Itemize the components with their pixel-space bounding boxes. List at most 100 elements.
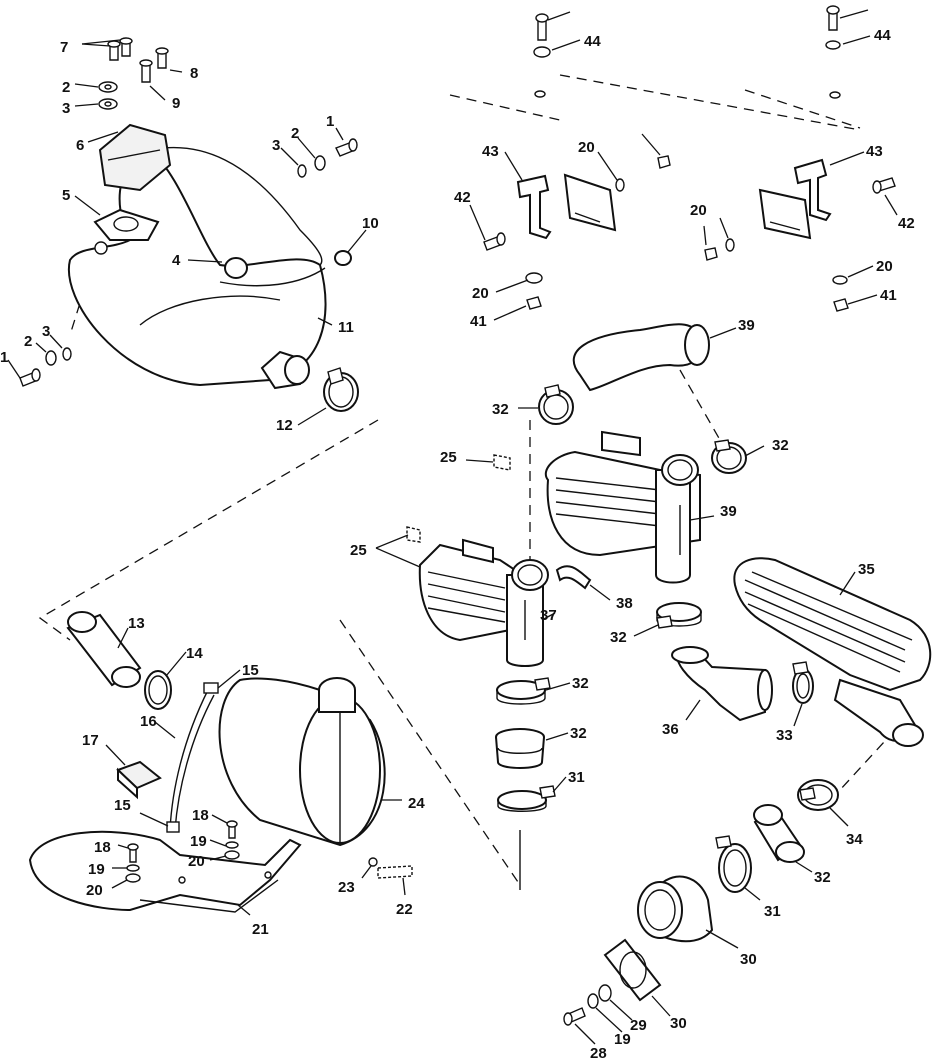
callout-21: 21	[252, 921, 269, 938]
clamp-32-bottom	[797, 779, 839, 811]
callout-24: 24	[408, 795, 425, 812]
callout-32: 32	[610, 629, 627, 646]
callout-30: 31	[568, 769, 585, 786]
elbow-hose-34	[671, 646, 773, 722]
heat-exchanger-37	[545, 430, 701, 584]
callout-26: 28	[590, 1045, 607, 1060]
callout-41: 43	[482, 143, 499, 160]
callout-37: 39	[720, 503, 737, 520]
callout-25: 25	[440, 449, 457, 466]
callout-6: 6	[76, 137, 84, 154]
callout-33: 35	[858, 561, 875, 578]
fasteners-bottom-right	[563, 984, 612, 1026]
callout-22: 22	[396, 901, 413, 918]
coupler-31-mid	[495, 728, 545, 769]
callout-30: 31	[764, 903, 781, 920]
heat-exchanger-35	[418, 538, 549, 667]
gasket-28	[603, 938, 662, 1002]
callout-19: 19	[614, 1031, 631, 1048]
callout-3: 3	[42, 323, 50, 340]
callout-18: 18	[94, 839, 111, 856]
callout-14: 14	[186, 645, 203, 662]
callout-36: 38	[616, 595, 633, 612]
callout-3: 3	[62, 100, 70, 117]
leader-lines	[7, 9, 898, 1045]
callout-32: 34	[846, 831, 863, 848]
callout-25: 25	[350, 542, 367, 559]
muffler-24	[218, 677, 386, 847]
callout-29: 30	[740, 951, 757, 968]
callout-4: 4	[172, 252, 181, 269]
clamp-30-mid	[497, 785, 556, 812]
callout-38: 39	[738, 317, 755, 334]
hose-38	[572, 323, 710, 392]
clamp-30-bottom	[715, 835, 752, 893]
exhaust-manifold	[67, 123, 352, 390]
hanger-brackets-41	[516, 158, 832, 240]
fasteners-top-left	[19, 37, 358, 387]
callout-12: 12	[276, 417, 293, 434]
clamp-32-mid-right	[656, 602, 702, 629]
callout-39: 41	[470, 313, 487, 330]
mount-plate-21	[28, 820, 302, 913]
callout-numbers: 7 8 2 9 3 6 5 4 1 2 3 10 11 12 3 2 1 13 …	[0, 27, 915, 1060]
callout-8: 8	[190, 65, 198, 82]
heat-exchanger-33	[733, 557, 932, 747]
callout-2: 2	[291, 125, 299, 142]
callout-7: 7	[60, 39, 68, 56]
callout-27: 29	[630, 1017, 647, 1034]
callout-9: 9	[172, 95, 180, 112]
callout-20: 20	[188, 853, 205, 870]
callout-2: 2	[62, 79, 70, 96]
callout-20: 20	[472, 285, 489, 302]
callout-20: 20	[86, 882, 103, 899]
callout-32: 33	[776, 727, 793, 744]
bracket-22	[368, 857, 413, 879]
callout-31: 32	[570, 725, 587, 742]
strap-16	[166, 682, 219, 833]
callout-28: 30	[670, 1015, 687, 1032]
callout-18: 18	[192, 807, 209, 824]
callout-23: 23	[338, 879, 355, 896]
callout-19: 19	[190, 833, 207, 850]
callout-20: 20	[876, 258, 893, 275]
callout-5: 5	[62, 187, 70, 204]
callout-15: 15	[242, 662, 259, 679]
coupler-31-bottom	[753, 804, 805, 863]
labels-25	[406, 454, 511, 543]
clamp-32-top	[538, 384, 574, 425]
callout-40: 42	[898, 215, 915, 232]
callout-42: 44	[584, 33, 601, 50]
callout-39: 41	[880, 287, 897, 304]
callout-1: 1	[0, 349, 8, 366]
clamp-32-lower	[792, 661, 814, 704]
clamp-12	[323, 367, 359, 412]
callout-16: 16	[140, 713, 157, 730]
callout-32: 32	[492, 401, 509, 418]
callout-1: 1	[326, 113, 334, 130]
callout-20: 20	[578, 139, 595, 156]
hose-36	[555, 565, 592, 590]
callout-19: 19	[88, 861, 105, 878]
callout-42: 44	[874, 27, 891, 44]
callout-15: 15	[114, 797, 131, 814]
callout-2: 2	[24, 333, 32, 350]
callout-32: 32	[572, 675, 589, 692]
exhaust-outlet-29	[637, 875, 714, 943]
callout-13: 13	[128, 615, 145, 632]
callout-10: 10	[362, 215, 379, 232]
callout-3: 3	[272, 137, 280, 154]
callout-40: 42	[454, 189, 471, 206]
tube-13	[66, 611, 142, 688]
clamp-14	[144, 670, 172, 710]
clamp-32-right	[711, 439, 747, 474]
callout-20: 20	[690, 202, 707, 219]
callout-35: 37	[540, 607, 557, 624]
callout-41: 43	[866, 143, 883, 160]
callout-31: 32	[814, 869, 831, 886]
callout-34: 36	[662, 721, 679, 738]
fasteners-top-right	[483, 5, 896, 312]
pad-17	[116, 760, 162, 800]
clamp-32-mid-left	[496, 677, 551, 705]
